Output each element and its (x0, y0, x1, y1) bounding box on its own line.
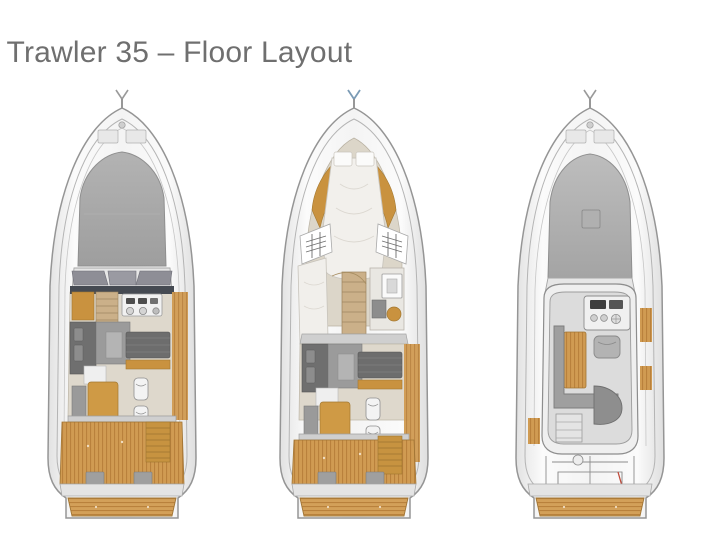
swim-platform (299, 497, 409, 517)
flybridge-table (563, 331, 587, 389)
vanity-cabinet (371, 299, 387, 319)
starboard-side-deck (404, 344, 420, 462)
roof-hatch (581, 209, 601, 229)
flybridge-ladder (145, 421, 171, 463)
helm-station (121, 293, 163, 317)
boat-view-lower-deck (254, 86, 454, 526)
transom (527, 483, 653, 497)
salon-settee (357, 351, 403, 390)
hanging-locker-port (299, 223, 333, 265)
deck-level-divider (299, 333, 409, 345)
deck-fitting (572, 454, 584, 466)
swim-platform (67, 497, 177, 517)
flybridge-ladder (377, 435, 403, 475)
galley (69, 291, 131, 385)
transom-seats (317, 471, 385, 485)
swim-platform (535, 497, 645, 517)
helm-seat (593, 335, 621, 359)
basin (386, 306, 402, 322)
transom-seats (85, 471, 153, 485)
port-side-deck (528, 418, 540, 444)
companionway-stairs (95, 291, 119, 329)
stbd-side-deck-aft (640, 366, 652, 390)
starboard-side-deck (172, 292, 188, 420)
sun-pad (593, 385, 623, 425)
master-berth (321, 151, 387, 280)
pillow-starboard (355, 151, 375, 167)
hanging-locker-starboard (375, 223, 409, 265)
transom (291, 483, 417, 497)
windshield-band (71, 270, 173, 286)
companionway-stairs (331, 271, 367, 335)
foredeck-hatches (565, 121, 615, 144)
cockpit-bulkhead (67, 415, 177, 423)
foredeck-hatches (97, 121, 147, 144)
salon-settee (125, 331, 171, 370)
guest-berth-port (297, 257, 329, 345)
stbd-side-deck (640, 308, 652, 342)
galley (301, 343, 363, 407)
flybridge-ladder-opening (555, 413, 583, 443)
transom (59, 483, 185, 497)
head-compartment (369, 267, 405, 331)
boat-view-flybridge (490, 86, 690, 526)
pillow-port (333, 151, 353, 167)
boat-view-main-deck (22, 86, 222, 526)
windscreen-canopy (77, 151, 167, 267)
flybridge-helm-console (583, 295, 631, 331)
page-title: t Trawler 35 – Floor Layout (0, 36, 353, 69)
